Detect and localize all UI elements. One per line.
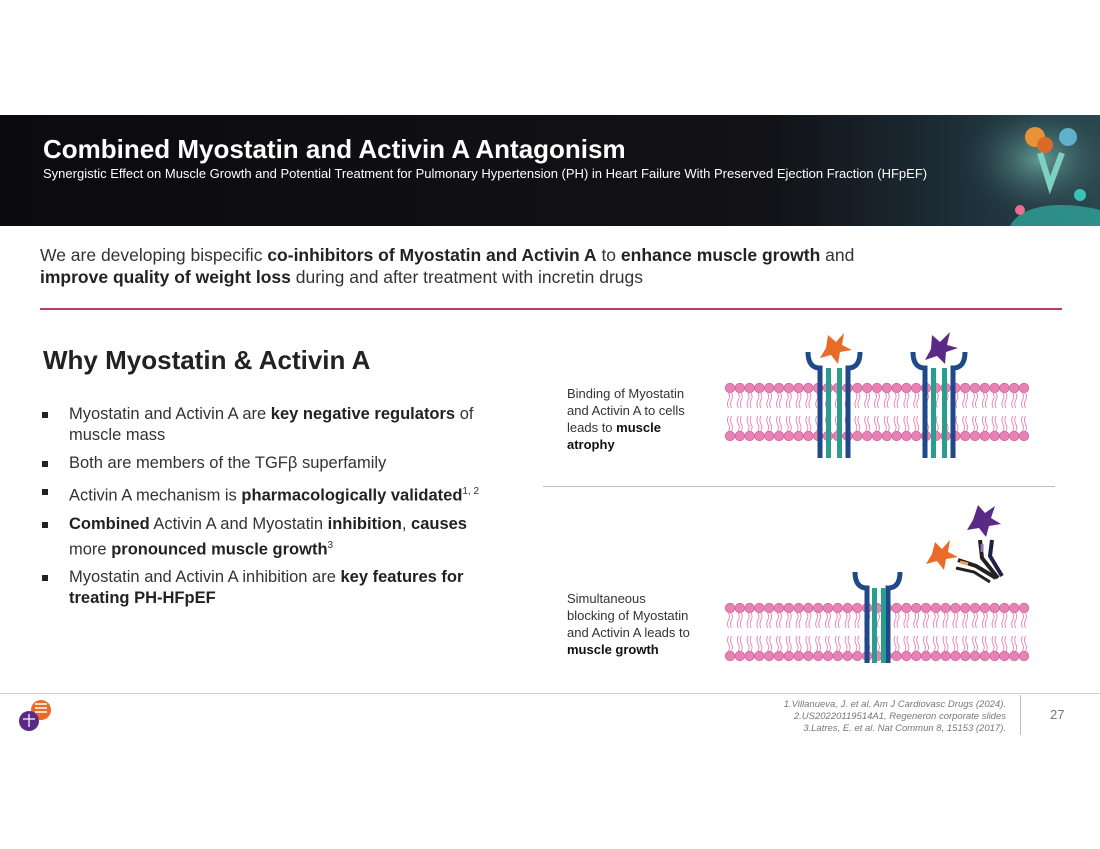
activin-a-ligand [926,540,958,570]
cell-membrane [724,602,1030,662]
blocking-membrane-diagram [724,505,1030,663]
section-heading: Why Myostatin & Activin A [43,345,371,375]
bullet-item: Combined Activin A and Myostatin inhibit… [40,514,480,561]
blocking-caption: Simultaneous blocking of Myostatin and A… [567,591,690,657]
bullet-item: Myostatin and Activin A are key negative… [40,404,480,446]
receptor [910,351,968,458]
slide-subtitle: Synergistic Effect on Muscle Growth and … [43,166,928,181]
bullet-item: Activin A mechanism is pharmacologically… [40,481,480,507]
binding-membrane-diagram [724,332,1030,458]
slide-title: Combined Myostatin and Activin A Antagon… [43,134,626,164]
section-divider [40,308,1062,310]
bispecific-antibody [955,539,1004,584]
company-logo [19,700,51,731]
header-banner [0,115,1100,226]
bullet-item: Myostatin and Activin A inhibition are k… [40,567,480,609]
reference-item: 3.Latres, E. et al. Nat Commun 8, 15153 … [803,723,1006,734]
references: 1.Villanueva, J. et al. Am J Cardiovasc … [784,699,1006,735]
myostatin-ligand [925,332,958,364]
bullet-item: Both are members of the TGFβ superfamily [40,453,480,474]
intro-statement: We are developing bispecific co-inhibito… [40,245,855,287]
diagram-divider [543,486,1055,487]
molecule-illustration [950,115,1100,226]
reference-item: 1.Villanueva, J. et al. Am J Cardiovasc … [783,699,1006,710]
binding-caption: Binding of Myostatin and Activin A to ce… [567,386,685,452]
page-number: 27 [1050,707,1065,722]
myostatin-ligand [967,505,1001,537]
bullet-list: Myostatin and Activin A are key negative… [40,404,480,616]
activin-a-ligand [820,333,852,364]
cell-membrane [724,382,1030,442]
footer-rule [0,693,1100,694]
receptor [805,351,863,458]
reference-item: 2.US20220119514A1, Regeneron corporate s… [793,711,1006,722]
footer-separator [1020,695,1021,735]
receptor [852,571,903,663]
